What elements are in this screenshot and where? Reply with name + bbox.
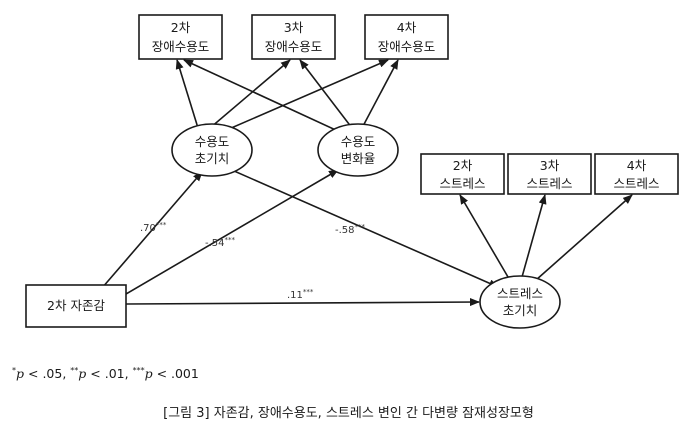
node-label-line2: 스트레스 (439, 176, 485, 191)
arrow-acc-intercept-to-acc3 (209, 59, 291, 129)
node-label-line2: 초기치 (503, 303, 538, 318)
node-stress-intercept: 스트레스 초기치 (479, 275, 561, 329)
node-label-line1: 스트레스 (497, 286, 543, 301)
node-label-line1: 2차 (171, 20, 191, 35)
node-label-line1: 수용도 (195, 134, 230, 149)
coef-acc-intercept-to-str-intercept: -.58*** (335, 223, 366, 236)
coef-se-to-acc-slope: -.54*** (205, 236, 236, 249)
node-label-line2: 장애수용도 (152, 39, 210, 54)
coef-se-to-acc-intercept: .70*** (140, 221, 167, 234)
node-self-esteem: 2차 자존감 (25, 284, 127, 328)
arrow-str-intercept-to-str3 (521, 194, 547, 278)
node-stress-t3: 3차 스트레스 (507, 153, 592, 195)
arrow-acc-slope-to-acc3 (299, 59, 353, 129)
node-label-line1: 4차 (397, 20, 417, 35)
path-diagram: 2차 장애수용도 3차 장애수용도 4차 장애수용도 수용도 초기치 수용도 변… (25, 14, 679, 329)
node-label-line2: 장애수용도 (265, 39, 323, 54)
arrow-acc-intercept-to-acc4 (221, 59, 389, 133)
node-label-line1: 3차 (284, 20, 304, 35)
node-label-line2: 초기치 (195, 151, 230, 166)
node-stress-t4: 4차 스트레스 (594, 153, 679, 195)
node-label-line2: 스트레스 (613, 176, 659, 191)
node-acceptance-t3: 3차 장애수용도 (251, 14, 336, 60)
node-acceptance-intercept: 수용도 초기치 (171, 123, 253, 177)
node-acceptance-t2: 2차 장애수용도 (138, 14, 223, 60)
arrow-acc-slope-to-acc2 (183, 59, 341, 133)
arrow-acc-intercept-to-str-intercept (224, 166, 499, 288)
arrow-se-to-acc-intercept (101, 171, 203, 289)
significance-note: *p < .05, **p < .01, ***p < .001 (12, 366, 199, 382)
node-label: 2차 자존감 (47, 298, 105, 313)
node-label-line2: 장애수용도 (378, 39, 436, 54)
arrow-str-intercept-to-str2 (459, 194, 509, 278)
arrow-se-to-acc-slope (125, 169, 339, 295)
figure-caption: [그림 3] 자존감, 장애수용도, 스트레스 변인 간 다변량 잠재성장모형 (163, 406, 534, 421)
node-acceptance-t4: 4차 장애수용도 (364, 14, 449, 60)
arrow-se-to-str-intercept (125, 298, 480, 307)
arrow-str-intercept-to-str4 (535, 194, 633, 281)
node-label-line2: 스트레스 (526, 176, 572, 191)
node-label-line1: 2차 (453, 158, 473, 173)
arrow-acc-intercept-to-acc2 (175, 59, 199, 129)
arrow-acc-slope-to-acc4 (361, 59, 399, 129)
node-acceptance-slope: 수용도 변화율 (317, 123, 399, 177)
node-stress-t2: 2차 스트레스 (420, 153, 505, 195)
node-label-line1: 수용도 (341, 134, 376, 149)
node-label-line2: 변화율 (341, 151, 376, 166)
coef-se-to-str-intercept: .11*** (287, 288, 314, 301)
node-label-line1: 3차 (540, 158, 560, 173)
node-label-line1: 4차 (627, 158, 647, 173)
